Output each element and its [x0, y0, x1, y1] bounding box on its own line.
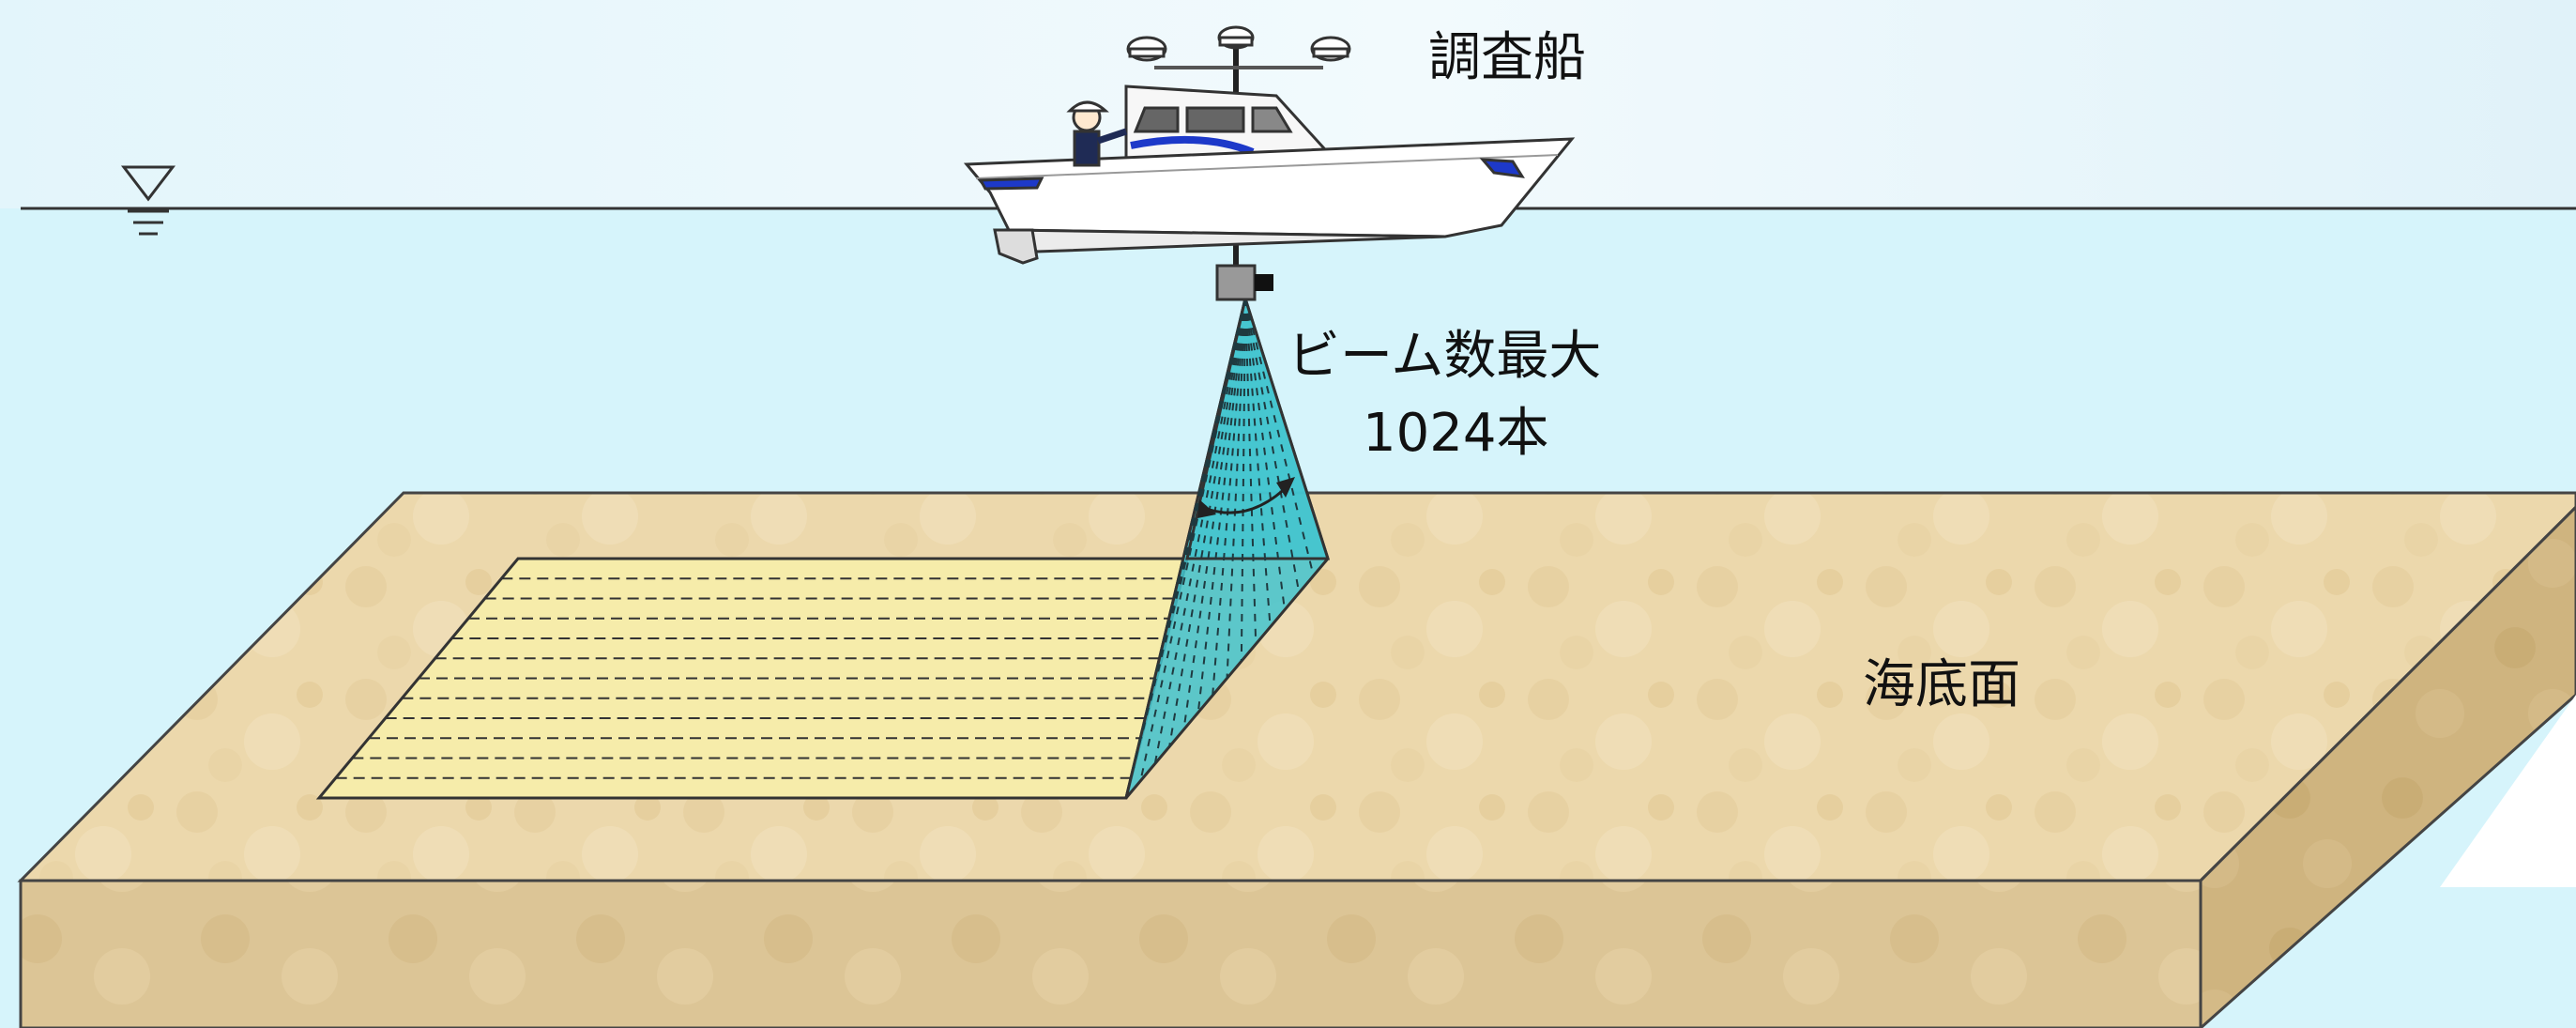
beam-ray [1244, 298, 1315, 576]
beam-ray [1244, 298, 1272, 627]
seabed-front-face [19, 879, 2203, 1028]
beam-ray [1197, 298, 1246, 713]
beam-ray [1133, 298, 1246, 769]
beam-ray [1244, 298, 1286, 610]
beam-angle-arc [1197, 477, 1295, 518]
seabed-right-face [2199, 504, 2576, 1028]
beam-rays [1133, 298, 1315, 781]
survey-vessel-icon [963, 25, 1576, 272]
beam-ray [1153, 298, 1246, 764]
water-level-icon [120, 165, 176, 236]
transducer-icon [1215, 264, 1273, 301]
background-corner [2440, 695, 2576, 887]
beam-ray [1244, 298, 1258, 645]
beam-count-label-line2: 1024本 [1363, 403, 1549, 464]
beam-ray [1244, 298, 1301, 593]
beam-ray [1240, 298, 1246, 662]
beam-count-label-line1: ビーム数最大 [1288, 326, 1601, 387]
survey-swath-lines [335, 577, 1182, 779]
beam-ray [1226, 298, 1246, 679]
beam-ray [1212, 298, 1246, 696]
seabed-label: 海底面 [1863, 654, 2020, 715]
survey-vessel-label: 調査船 [1428, 27, 1586, 88]
beam-ray [1168, 298, 1246, 747]
